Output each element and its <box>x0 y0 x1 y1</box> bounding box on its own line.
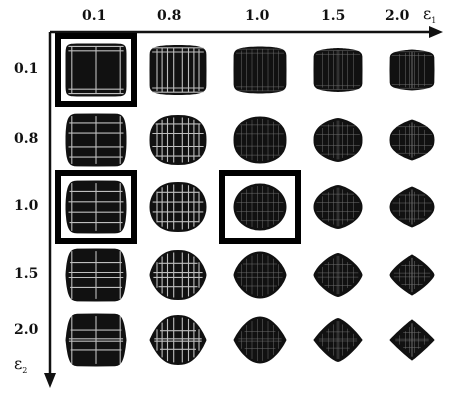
shape-cell <box>234 117 286 163</box>
y-tick-label-0p8: 0.8 <box>14 131 38 147</box>
superquadric-shape <box>390 320 434 360</box>
shape-cell <box>314 319 362 362</box>
x-tick-label-1p0: 1.0 <box>245 8 269 24</box>
y-tick-label-1p0: 1.0 <box>14 198 38 214</box>
superquadric-shape <box>314 49 362 92</box>
x-axis-arrowhead <box>429 26 443 38</box>
shape-cell <box>390 187 434 227</box>
superquadric-shape <box>390 120 434 160</box>
shape-cell <box>66 314 126 366</box>
shape-cell <box>314 119 362 162</box>
x-axis-label: ε1 <box>423 4 436 25</box>
superquadric-shape <box>150 46 206 95</box>
shape-cells <box>58 36 434 366</box>
shape-cell <box>58 173 134 241</box>
superquadric-shape <box>234 184 286 230</box>
shape-cell <box>150 316 206 365</box>
superquadric-shape <box>150 316 206 365</box>
y-tick-label-0p1: 0.1 <box>14 61 38 77</box>
superquadric-shape <box>390 187 434 227</box>
y-tick-label-2p0: 2.0 <box>14 322 38 338</box>
superquadric-shape <box>314 186 362 229</box>
shape-cell <box>58 36 134 104</box>
superquadric-shape <box>234 47 286 93</box>
y-axis-label: ε2 <box>14 354 27 375</box>
shape-cell <box>390 50 434 90</box>
shape-cell <box>390 320 434 360</box>
shape-cell <box>150 116 206 165</box>
x-tick-label-1p5: 1.5 <box>321 8 345 24</box>
shape-cell <box>234 252 286 298</box>
shape-cell <box>150 183 206 232</box>
superquadric-shape <box>314 119 362 162</box>
shape-cell <box>390 255 434 295</box>
shape-cell <box>66 249 126 301</box>
shape-cell <box>390 120 434 160</box>
shape-cell <box>66 114 126 166</box>
superquadric-shape <box>390 255 434 295</box>
shape-cell <box>314 49 362 92</box>
superquadric-shape <box>234 252 286 298</box>
shape-cell <box>222 173 298 241</box>
superquadric-shape <box>150 251 206 300</box>
superquadric-shape <box>390 50 434 90</box>
superquadric-shape <box>234 317 286 363</box>
superquadric-shape <box>234 117 286 163</box>
y-tick-label-1p5: 1.5 <box>14 266 38 282</box>
x-tick-label-2p0: 2.0 <box>385 8 409 24</box>
y-axis-arrowhead <box>44 373 56 388</box>
superquadric-shape <box>150 116 206 165</box>
superquadric-shape <box>314 254 362 297</box>
shape-cell <box>314 186 362 229</box>
shape-cell <box>150 46 206 95</box>
superquadric-shape <box>150 183 206 232</box>
x-tick-label-0p8: 0.8 <box>157 8 181 24</box>
shape-cell <box>150 251 206 300</box>
shape-cell <box>314 254 362 297</box>
shape-cell <box>234 317 286 363</box>
superquadric-shape <box>314 319 362 362</box>
shape-cell <box>234 47 286 93</box>
x-tick-label-0p1: 0.1 <box>82 8 106 24</box>
